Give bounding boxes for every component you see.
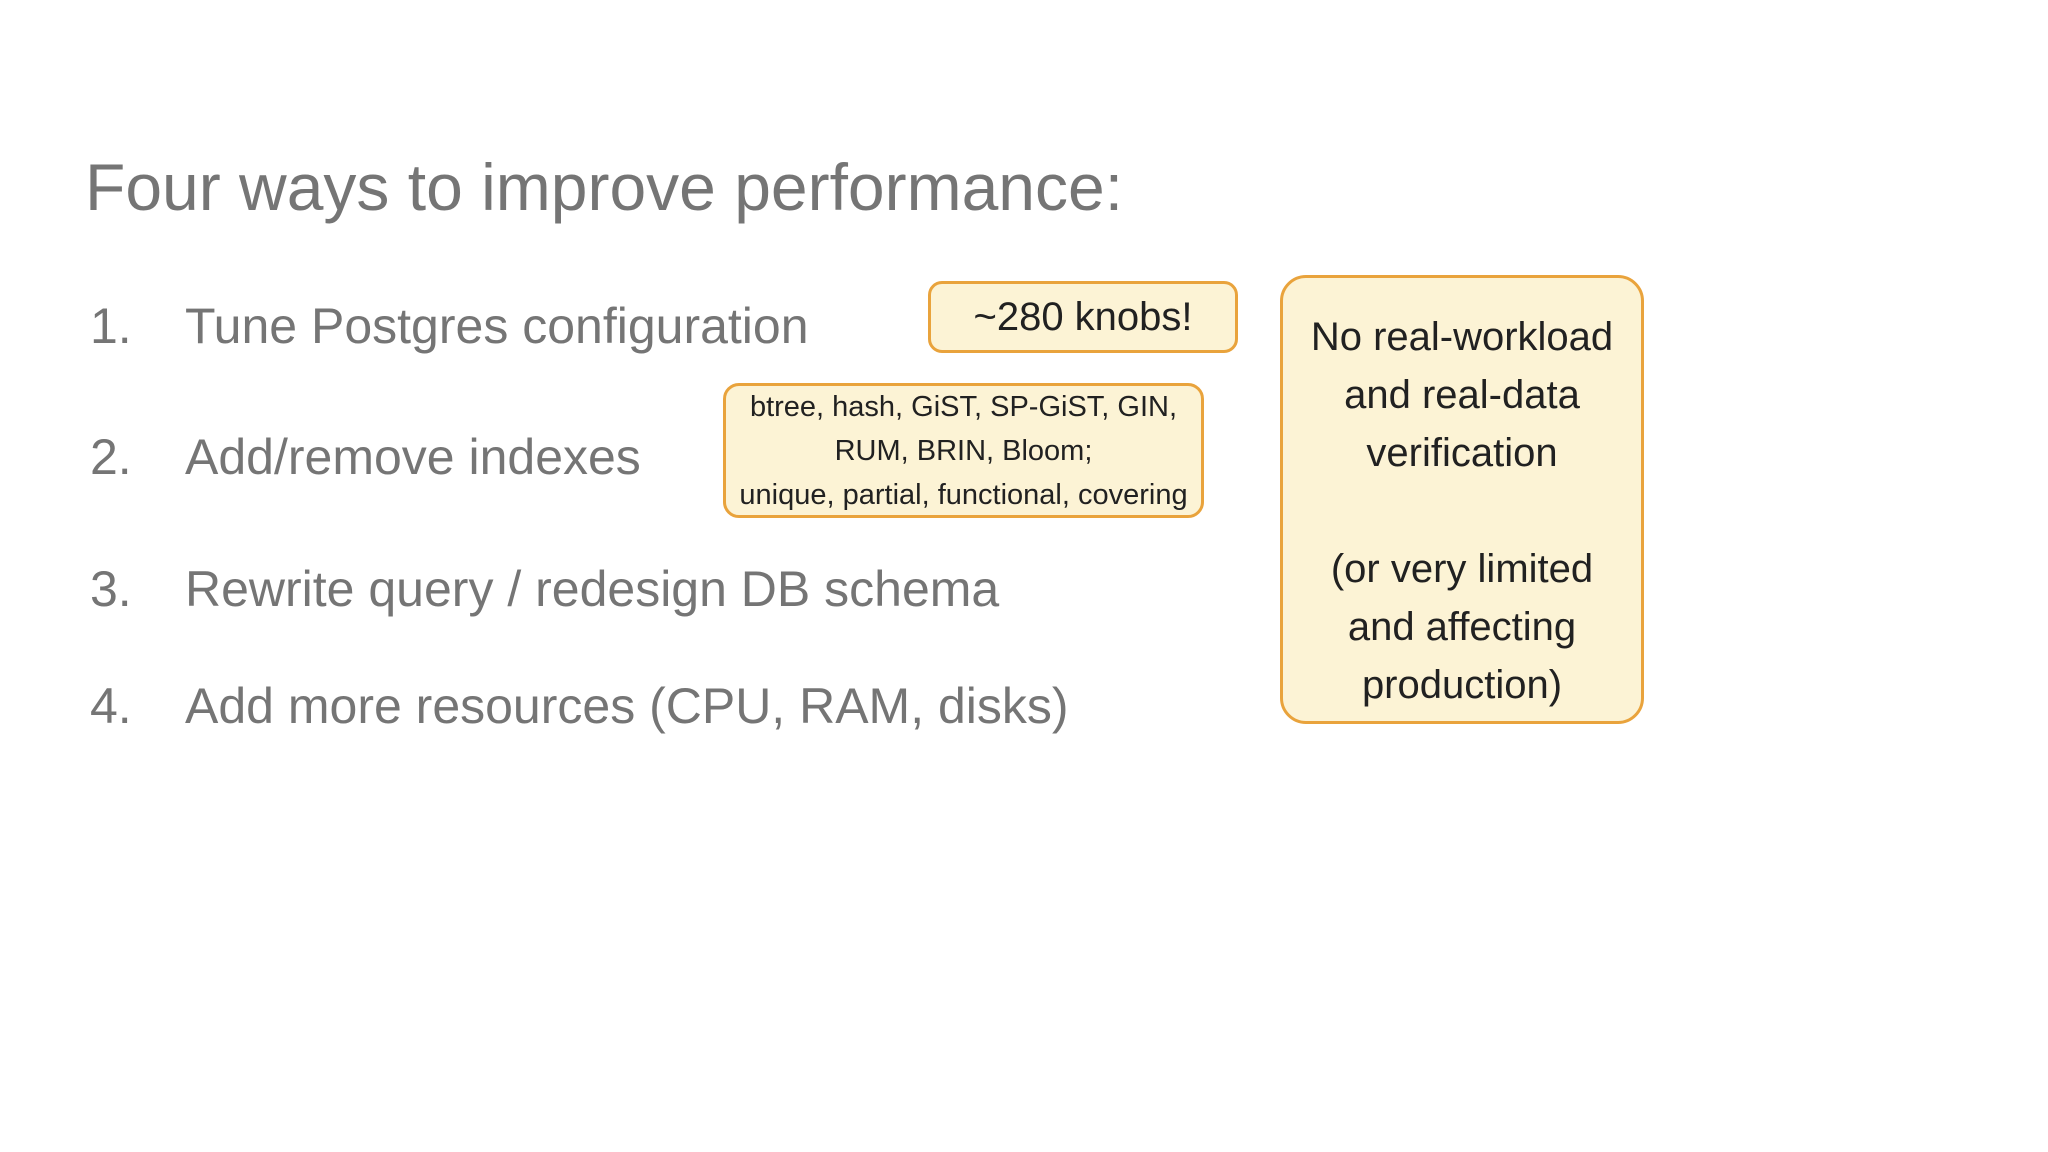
list-item-1-number: 1. xyxy=(90,298,132,354)
list-item-4-number: 4. xyxy=(90,678,132,734)
list-item-3-number: 3. xyxy=(90,561,132,617)
knobs-callout-text: ~280 knobs! xyxy=(973,294,1193,339)
index-types-line-3: unique, partial, functional, covering xyxy=(739,478,1188,511)
index-types-line-1: btree, hash, GiST, SP-GiST, GIN, xyxy=(749,390,1178,423)
verification-line-4: (or very limited xyxy=(1330,547,1594,591)
index-types-line-2: RUM, BRIN, Bloom; xyxy=(834,434,1093,467)
list-item-1: 1. Tune Postgres configuration xyxy=(90,297,809,355)
knobs-callout: ~280 knobs! xyxy=(928,281,1238,353)
verification-line-5: and affecting xyxy=(1347,605,1577,649)
index-types-callout: btree, hash, GiST, SP-GiST, GIN, RUM, BR… xyxy=(723,383,1204,518)
verification-line-2: and real-data xyxy=(1344,373,1580,417)
list-item-2: 2. Add/remove indexes xyxy=(90,428,641,486)
verification-paragraph-spacer xyxy=(1283,482,1641,540)
list-item-3-text: Rewrite query / redesign DB schema xyxy=(185,561,1000,617)
verification-line-6: production) xyxy=(1361,663,1563,707)
list-item-4-text: Add more resources (CPU, RAM, disks) xyxy=(185,678,1069,734)
verification-line-1: No real-workload xyxy=(1310,315,1614,359)
slide-title: Four ways to improve performance: xyxy=(85,150,1124,224)
verification-callout: No real-workload and real-data verificat… xyxy=(1280,275,1644,724)
list-item-4: 4. Add more resources (CPU, RAM, disks) xyxy=(90,677,1069,735)
list-item-2-text: Add/remove indexes xyxy=(185,429,641,485)
verification-line-3: verification xyxy=(1366,431,1558,475)
list-item-1-text: Tune Postgres configuration xyxy=(185,298,809,354)
list-item-3: 3. Rewrite query / redesign DB schema xyxy=(90,560,999,618)
list-item-2-number: 2. xyxy=(90,429,132,485)
